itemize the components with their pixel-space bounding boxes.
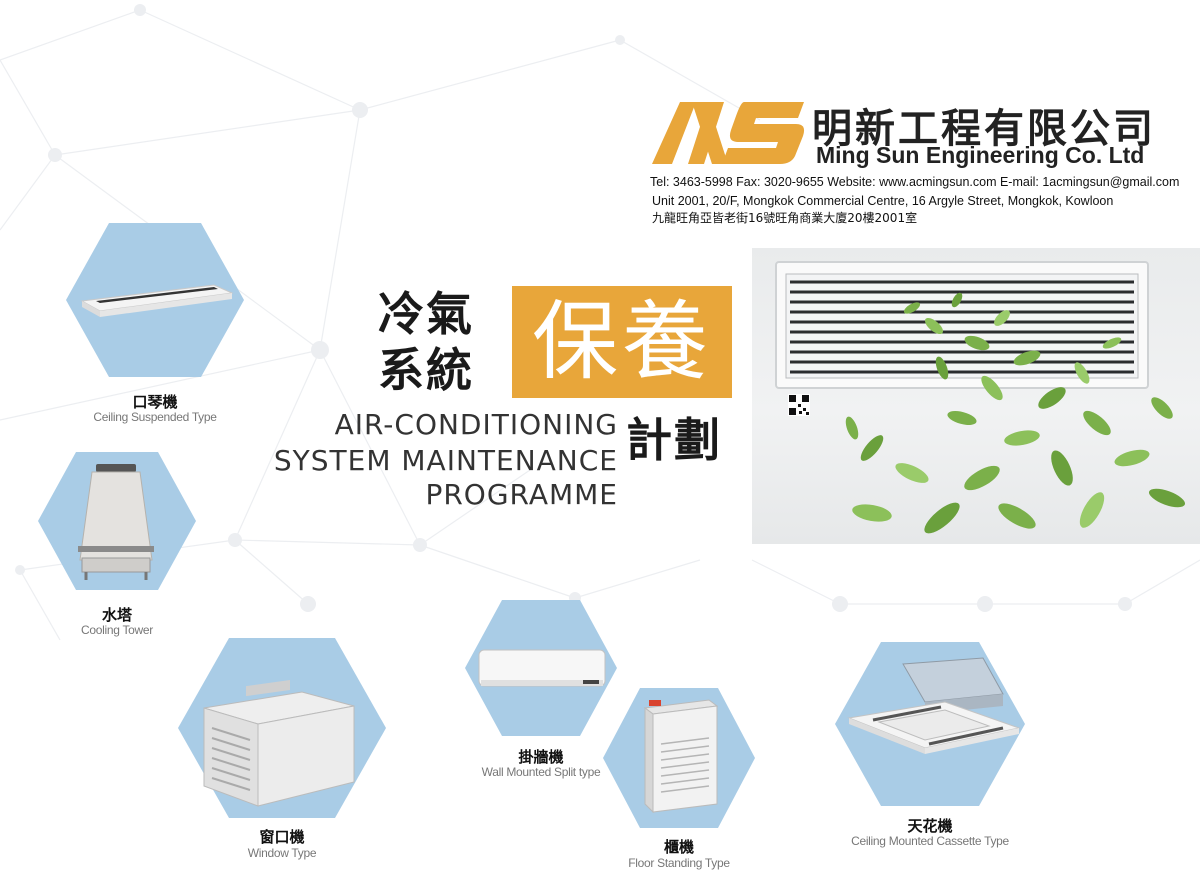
window-unit-icon [203,679,355,807]
address-en: Unit 2001, 20/F, Mongkok Commercial Cent… [652,194,1114,208]
title-zh-line1: 冷氣 [378,287,474,341]
title-en-line1: AIR-CONDITIONING [334,408,618,441]
product-6-name-en: Ceiling Mounted Cassette Type [851,834,1009,848]
contact-line: Tel: 3463-5998 Fax: 3020-9655 Website: w… [650,175,1180,189]
wall-split-unit-icon [478,649,606,687]
product-4-name-en: Wall Mounted Split type [481,765,601,779]
product-1-name-en: Ceiling Suspended Type [93,410,217,424]
product-window-type [176,636,388,820]
product-3-name-zh: 窗口機 [259,828,305,846]
product-2-name-zh: 水塔 [101,606,132,624]
company-logo [652,102,805,164]
title-highlight-box: 保養 [512,286,732,398]
product-floor-standing [601,686,757,830]
cooling-tower-icon [78,464,154,580]
product-2-name-en: Cooling Tower [81,623,153,637]
product-ceiling-suspended [64,221,246,379]
product-3-name-en: Window Type [247,846,317,860]
address-zh: 九龍旺角亞皆老街16號旺角商業大廈20樓2001室 [652,211,918,225]
product-6-name-zh: 天花機 [907,817,953,835]
product-ceiling-cassette [833,640,1027,808]
title-zh-line2: 系統 [378,343,474,397]
product-1-name-zh: 口琴機 [132,393,178,411]
product-5-name-zh: 櫃機 [663,838,694,856]
company-name-en: Ming Sun Engineering Co. Ltd [816,142,1145,168]
floor-standing-unit-icon [643,699,719,814]
product-4-name-zh: 掛牆機 [518,748,564,766]
title-zh-highlight: 保養 [532,292,712,392]
company-name-zh: 明新工程有限公司 [812,106,1156,152]
ceiling-suspended-unit-icon [80,284,234,317]
qr-code-icon [788,394,810,416]
title-en-line3: PROGRAMME [425,478,618,511]
title-en-line2: SYSTEM MAINTENANCE [273,444,618,477]
cassette-unit-icon [847,657,1021,754]
product-5-name-en: Floor Standing Type [628,856,730,870]
hero-photo [752,248,1200,544]
product-wall-split [463,598,619,738]
leaves-decoration [845,292,1186,534]
product-cooling-tower [36,450,198,592]
air-grille-illustration [775,261,1186,534]
title-zh-plan: 計劃 [626,413,722,467]
title-zh-left: 冷氣 系統 [378,286,508,398]
